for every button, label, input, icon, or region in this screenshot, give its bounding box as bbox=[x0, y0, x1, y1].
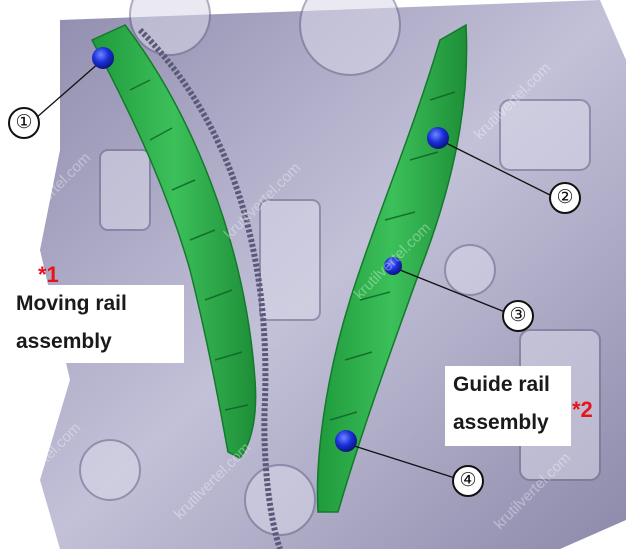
moving-rail-note: *1 bbox=[38, 262, 59, 287]
moving-rail-label-line2: assembly bbox=[16, 330, 112, 353]
moving-rail-label: Moving rail assembly bbox=[8, 285, 184, 363]
callout-1: ① bbox=[8, 107, 40, 139]
guide-rail-label: Guide rail assembly bbox=[445, 366, 571, 446]
leader-lines bbox=[35, 61, 553, 479]
moving-rail-label-line1: Moving rail bbox=[16, 292, 127, 315]
guide-rail-label-line1: Guide rail bbox=[453, 373, 550, 396]
bolt-4 bbox=[335, 430, 357, 452]
guide-rail-note: *2 bbox=[572, 397, 593, 422]
callout-3: ③ bbox=[502, 300, 534, 332]
moving-rail bbox=[90, 24, 257, 459]
bolt-2 bbox=[427, 127, 449, 149]
bolt-1 bbox=[92, 47, 114, 69]
timing-chain bbox=[137, 27, 283, 549]
guide-rail-label-line2: assembly bbox=[453, 411, 549, 434]
callout-2: ② bbox=[549, 182, 581, 214]
callout-4: ④ bbox=[452, 465, 484, 497]
bolt-3 bbox=[384, 257, 402, 275]
